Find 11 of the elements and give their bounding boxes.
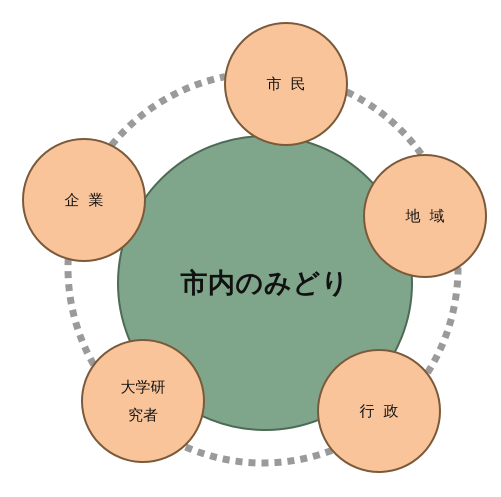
node-label: 地域 [406,206,454,226]
node-label: 企業 [64,190,112,210]
dotted-connector [182,443,333,466]
dotted-connector [345,88,425,158]
dotted-connector [424,267,462,375]
dotted-connector [108,73,226,148]
node-label: 大学研究者 [120,376,166,426]
dotted-connector [64,259,97,366]
node-label: 市民 [266,74,314,94]
node-label: 市内のみどり [180,267,350,301]
node-label: 行政 [360,402,408,420]
